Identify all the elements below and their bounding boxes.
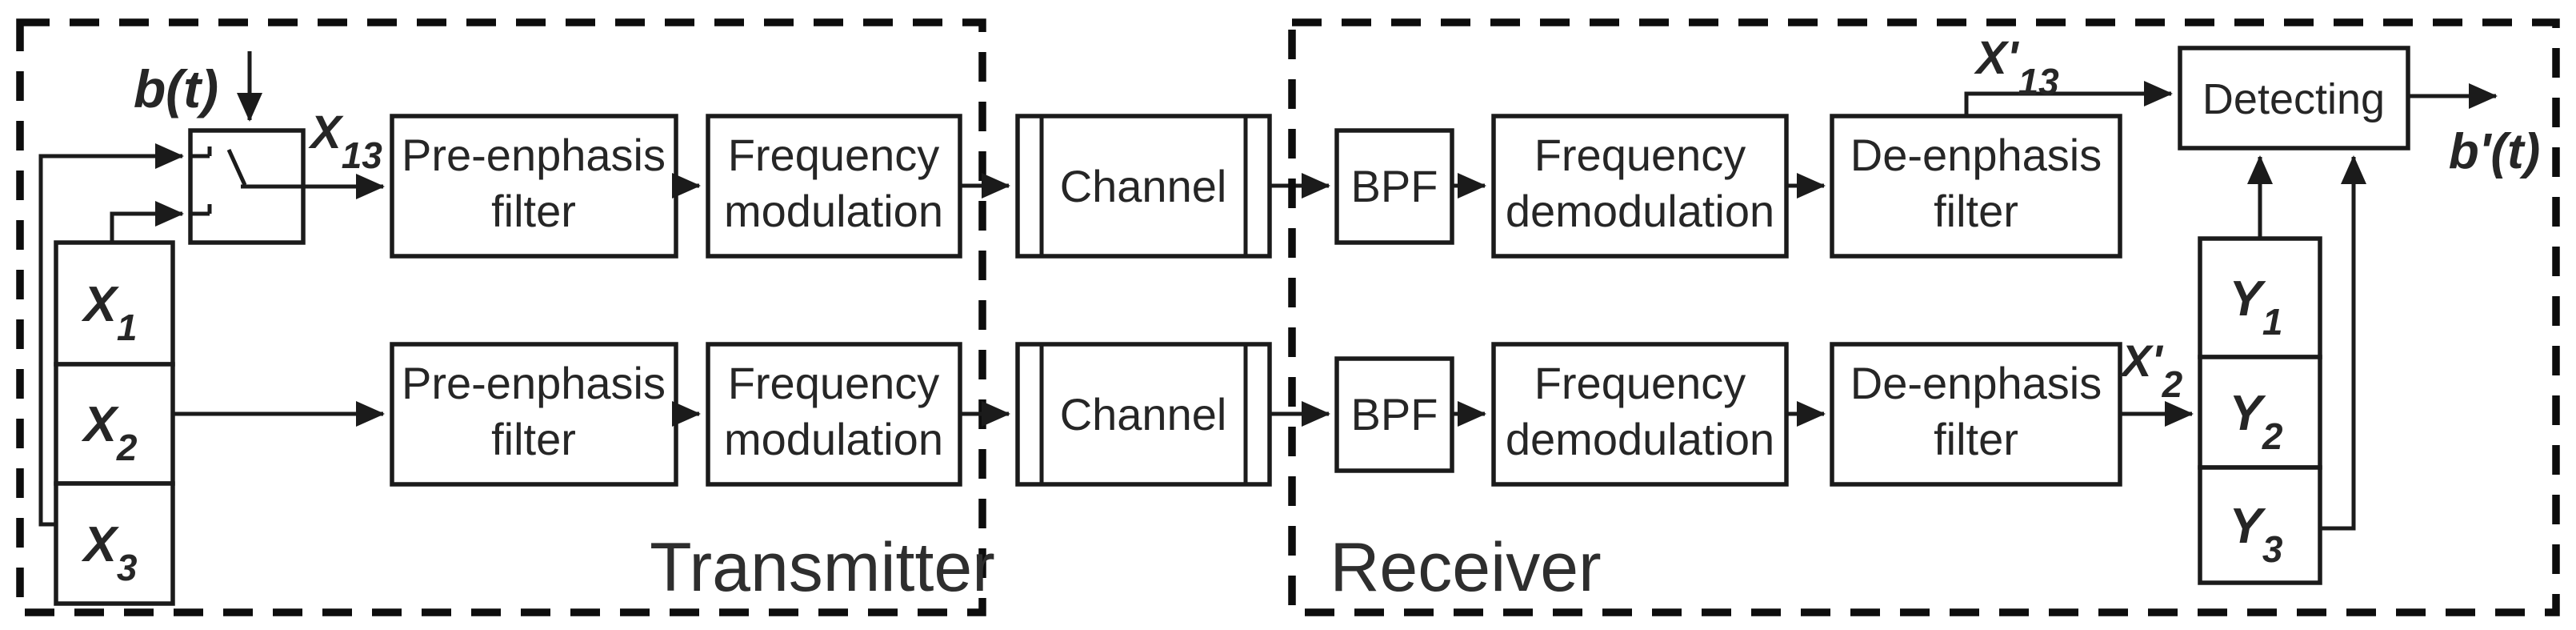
bpf-row1-label: BPF xyxy=(1351,161,1438,211)
de-emphasis-filter-row1-box xyxy=(1830,114,2122,259)
de-emphasis-filter-row2-box xyxy=(1830,342,2122,487)
x-prime-2-label: X'2 xyxy=(2119,335,2183,405)
de-emphasis-row1-line2: filter xyxy=(1934,186,2018,236)
freq-mod-row1-line2: modulation xyxy=(724,186,943,236)
bpf-row1-box xyxy=(1334,128,1454,245)
pre-emphasis-row1-line2: filter xyxy=(491,186,576,236)
freq-demod-row1-line1: Frequency xyxy=(1534,130,1746,180)
x13-signal-label: X13 xyxy=(308,106,382,176)
detecting-label: Detecting xyxy=(2202,75,2385,123)
frequency-modulation-row1-box xyxy=(706,114,962,259)
pre-emphasis-row2-line2: filter xyxy=(491,414,576,464)
switch-upper-contact xyxy=(190,146,212,159)
switch-arm xyxy=(226,148,247,187)
freq-demod-row2-line2: demodulation xyxy=(1506,414,1774,464)
pre-emphasis-filter-row1-box xyxy=(390,114,678,259)
x-prime-13-label: X'13 xyxy=(1974,32,2059,102)
de-emphasis-row2-line2: filter xyxy=(1934,414,2018,464)
source-x3-label: X3 xyxy=(82,517,138,588)
detecting-box xyxy=(2178,46,2410,150)
bpf-row2-label: BPF xyxy=(1351,389,1438,439)
pre-emphasis-filter-row2-box xyxy=(390,342,678,487)
bt-input-label: b(t) xyxy=(134,59,218,118)
de-emphasis-row1-line1: De-enphasis xyxy=(1850,130,2102,180)
x3-to-switch-wire xyxy=(38,143,184,527)
frequency-demodulation-row2-box xyxy=(1491,342,1789,487)
source-register-stack: X1 X2 X3 xyxy=(54,240,175,606)
channel-row1-label: Channel xyxy=(1060,161,1227,211)
frequency-demodulation-row1-box xyxy=(1491,114,1789,259)
de1-to-detecting-wire xyxy=(1964,81,2173,116)
source-x2-label: X2 xyxy=(82,397,138,468)
receiver-zone: Receiver BPF Frequency demodulation De-e… xyxy=(1288,18,2560,616)
source-x2-box xyxy=(54,362,175,486)
de-emphasis-row2-line1: De-enphasis xyxy=(1850,358,2102,408)
x1-to-switch-wire xyxy=(110,201,184,243)
freq-demod-row2-line1: Frequency xyxy=(1534,358,1746,408)
channel-row2-box xyxy=(1015,342,1272,487)
transmitter-zone: Transmitter X1 X2 X3 b(t) X13 Pre- xyxy=(16,18,1010,616)
bpf-row2-box xyxy=(1334,356,1454,473)
channel-row1-box xyxy=(1015,114,1272,259)
freq-mod-row2-line1: Frequency xyxy=(728,358,940,408)
sink-y1-label: Y1 xyxy=(2230,271,2283,343)
sink-y3-label: Y3 xyxy=(2230,499,2283,570)
sink-y2-label: Y2 xyxy=(2230,386,2283,457)
freq-mod-row2-line2: modulation xyxy=(724,414,943,464)
sink-register-stack: Y1 Y2 Y3 xyxy=(2198,236,2322,585)
receiver-dashed-border xyxy=(1288,18,2560,616)
freq-demod-row1-line2: demodulation xyxy=(1506,186,1774,236)
sink-y3-box xyxy=(2198,465,2322,585)
receiver-zone-label: Receiver xyxy=(1330,529,1601,606)
pre-emphasis-row2-line1: Pre-enphasis xyxy=(402,358,666,408)
y3-to-detecting-wire xyxy=(2320,155,2366,531)
switch-lower-contact xyxy=(190,204,212,216)
channel-row2-label: Channel xyxy=(1060,389,1227,439)
source-x1-label: X1 xyxy=(82,277,138,348)
pre-emphasis-row1-line1: Pre-enphasis xyxy=(402,130,666,180)
channel-blocks: Channel Channel xyxy=(1015,114,1330,487)
transmitter-dashed-border xyxy=(16,18,986,616)
source-x3-box xyxy=(54,481,175,606)
bt-output-label: b'(t) xyxy=(2449,124,2541,179)
freq-mod-row1-line1: Frequency xyxy=(728,130,940,180)
transmitter-zone-label: Transmitter xyxy=(650,529,995,606)
